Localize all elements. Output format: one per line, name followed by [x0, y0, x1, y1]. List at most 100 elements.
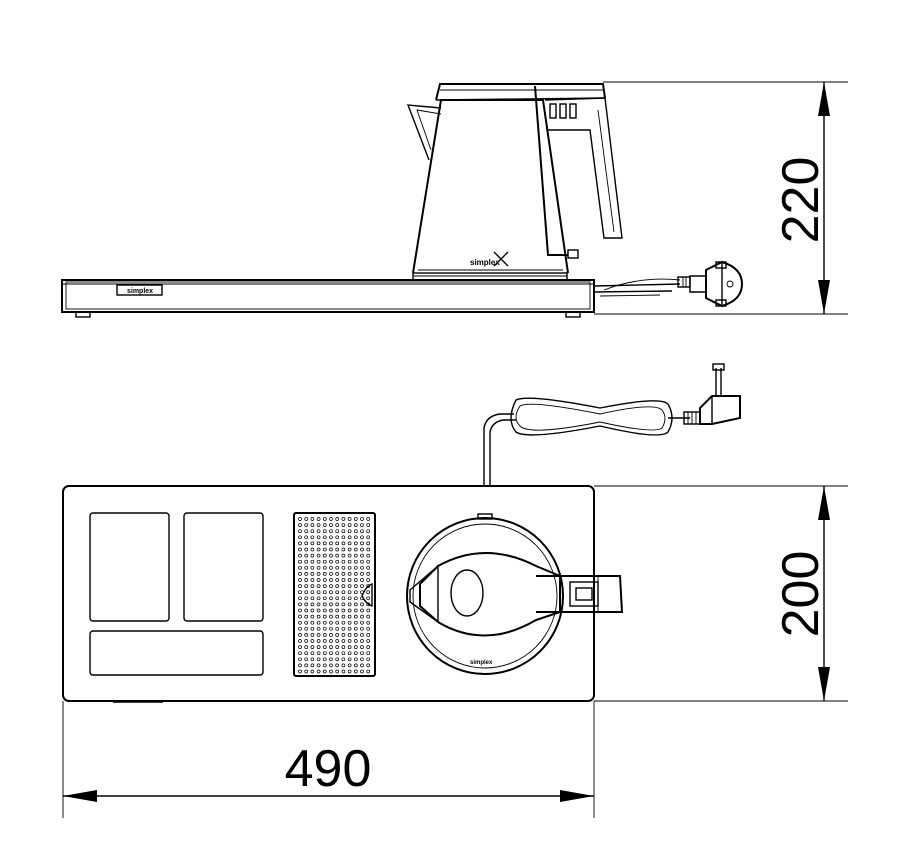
grid-hole: [341, 633, 346, 637]
grid-hole: [304, 559, 309, 564]
grid-hole: [316, 596, 321, 601]
grid-hole: [304, 541, 309, 546]
grid-hole: [322, 553, 327, 558]
grid-hole: [353, 578, 358, 582]
grid-hole: [335, 584, 340, 588]
kettle-top: simplex: [406, 513, 624, 675]
grid-hole: [304, 645, 309, 649]
grid-hole: [316, 523, 321, 527]
grid-hole: [347, 669, 352, 674]
grid-hole: [304, 572, 309, 576]
grid-hole: [304, 651, 309, 656]
grid-hole: [347, 645, 352, 649]
grid-hole: [341, 663, 346, 668]
grid-hole: [360, 657, 364, 662]
grid-hole: [353, 614, 358, 619]
grid-hole: [353, 626, 358, 631]
grid-hole: [360, 517, 364, 521]
grid-hole: [298, 547, 302, 552]
grid-hole: [329, 584, 333, 588]
grid-hole: [298, 633, 302, 637]
grid-hole: [353, 529, 358, 534]
grid-hole: [304, 547, 309, 552]
grid-hole: [298, 657, 302, 662]
grid-hole: [316, 572, 321, 576]
grid-hole: [341, 565, 346, 570]
grid-hole: [304, 523, 309, 527]
height-dimension: 220: [594, 81, 848, 315]
grid-hole: [335, 535, 340, 540]
grid-hole: [310, 602, 315, 607]
grid-hole: [353, 584, 358, 588]
grid-hole: [347, 517, 352, 521]
grid-hole: [347, 651, 352, 656]
grid-hole: [347, 608, 352, 613]
grid-hole: [310, 584, 315, 588]
grid-hole: [329, 541, 333, 546]
grid-hole: [366, 541, 371, 546]
grid-hole: [366, 663, 371, 668]
grid-hole: [322, 559, 327, 564]
grid-hole: [310, 626, 315, 631]
grid-hole: [329, 633, 333, 637]
grid-hole: [366, 614, 371, 619]
grid-hole: [360, 608, 364, 613]
grid-hole: [347, 663, 352, 668]
grid-hole: [341, 608, 346, 613]
grid-hole: [341, 620, 346, 625]
grid-hole: [353, 590, 358, 595]
tray-top: [62, 485, 595, 702]
grid-hole: [347, 633, 352, 637]
grid-hole: [298, 517, 302, 521]
grid-hole: [329, 590, 333, 595]
grid-hole: [298, 565, 302, 570]
grid-hole: [347, 614, 352, 619]
grid-hole: [360, 620, 364, 625]
grid-hole: [316, 669, 321, 674]
grid-hole: [310, 547, 315, 552]
grid-hole: [353, 663, 358, 668]
grid-hole: [353, 523, 358, 527]
grid-hole: [341, 602, 346, 607]
grid-hole: [335, 553, 340, 558]
grid-hole: [316, 639, 321, 643]
grid-hole: [322, 535, 327, 540]
grid-hole: [341, 596, 346, 601]
grid-hole: [347, 602, 352, 607]
grid-hole: [335, 651, 340, 656]
grid-hole: [316, 651, 321, 656]
grid-hole: [298, 608, 302, 613]
grid-hole: [366, 645, 371, 649]
grid-hole: [335, 626, 340, 631]
grid-hole: [329, 651, 333, 656]
grid-hole: [310, 565, 315, 570]
grid-hole: [322, 657, 327, 662]
grid-hole: [298, 559, 302, 564]
grid-hole: [335, 639, 340, 643]
grid-hole: [322, 572, 327, 576]
depth-label: 200: [772, 551, 830, 638]
grid-hole: [360, 645, 364, 649]
grid-hole: [329, 663, 333, 668]
grid-hole: [341, 614, 346, 619]
grid-hole: [310, 517, 315, 521]
grid-hole: [329, 596, 333, 601]
grid-hole: [335, 602, 340, 607]
grid-hole: [341, 541, 346, 546]
width-label: 490: [285, 740, 372, 798]
grid-hole: [353, 517, 358, 521]
grid-hole: [322, 565, 327, 570]
grid-hole: [353, 639, 358, 643]
grid-hole: [316, 663, 321, 668]
grid-hole: [341, 553, 346, 558]
grid-hole: [335, 523, 340, 527]
grid-hole: [329, 614, 333, 619]
grid-hole: [298, 639, 302, 643]
grid-hole: [322, 596, 327, 601]
grid-hole: [366, 572, 371, 576]
grid-hole: [360, 614, 364, 619]
grid-hole: [347, 584, 352, 588]
top-view: simplex 200 490: [62, 363, 848, 818]
grid-hole: [316, 535, 321, 540]
cord-top: [483, 363, 741, 486]
